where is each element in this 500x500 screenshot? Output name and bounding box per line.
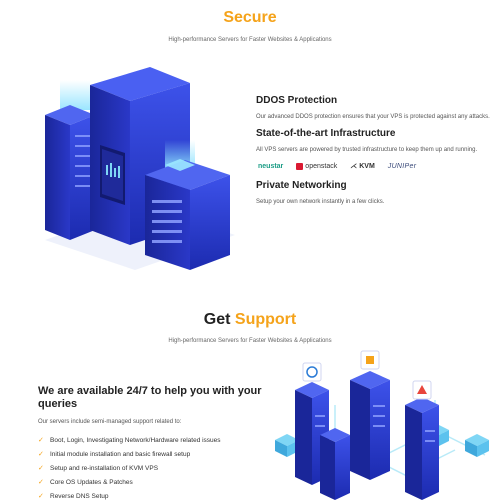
partner-logos: neustar openstack ⋌KVM JUNIPer [258,161,492,171]
kvm-logo: ⋌KVM [350,162,375,171]
support-content: We are available 24/7 to help you with y… [38,385,268,500]
list-item: ✓Initial module installation and basic f… [38,450,191,459]
secure-title: Secure [223,9,277,26]
check-icon: ✓ [38,465,44,472]
feature-heading-private-networking: Private Networking [256,180,347,191]
support-network-illustration [275,350,489,500]
features-list: DDOS Protection Our advanced DDOS protec… [256,95,492,213]
app-icon-right [412,380,432,400]
support-heading: We are available 24/7 to help you with y… [38,385,262,410]
check-icon: ✓ [38,479,44,486]
support-intro: Our servers include semi-managed support… [38,419,182,425]
feature-text-infrastructure: All VPS servers are powered by trusted i… [256,147,478,153]
openstack-logo: openstack [296,162,337,170]
feature-heading-ddos: DDOS Protection [256,95,338,106]
support-checklist: ✓Boot, Login, Investigating Network/Hard… [38,433,268,500]
juniper-logo: JUNIPer [387,162,417,170]
app-icon-left [302,362,322,382]
check-icon: ✓ [38,493,44,500]
feature-text-private-networking: Setup your own network instantly in a fe… [256,199,385,205]
openstack-icon [296,162,304,170]
secure-subtitle: High-performance Servers for Faster Webs… [168,37,332,43]
feature-text-ddos: Our advanced DDOS protection ensures tha… [256,114,490,120]
app-icon-center [360,350,380,370]
list-item: ✓Boot, Login, Investigating Network/Hard… [38,436,221,445]
check-icon: ✓ [38,451,44,458]
support-subtitle: High-performance Servers for Faster Webs… [168,338,332,344]
list-item: ✓Core OS Updates & Patches [38,478,133,487]
list-item: ✓Reverse DNS Setup [38,492,109,500]
neustar-logo: neustar [258,162,284,170]
server-rack-illustration [45,67,235,270]
feature-heading-infrastructure: State-of-the-art Infrastructure [256,128,396,139]
list-item: ✓Setup and re-installation of KVM VPS [38,464,159,473]
support-title: Get Support [203,311,297,328]
check-icon: ✓ [38,437,44,444]
kvm-icon: ⋌ [350,163,358,170]
